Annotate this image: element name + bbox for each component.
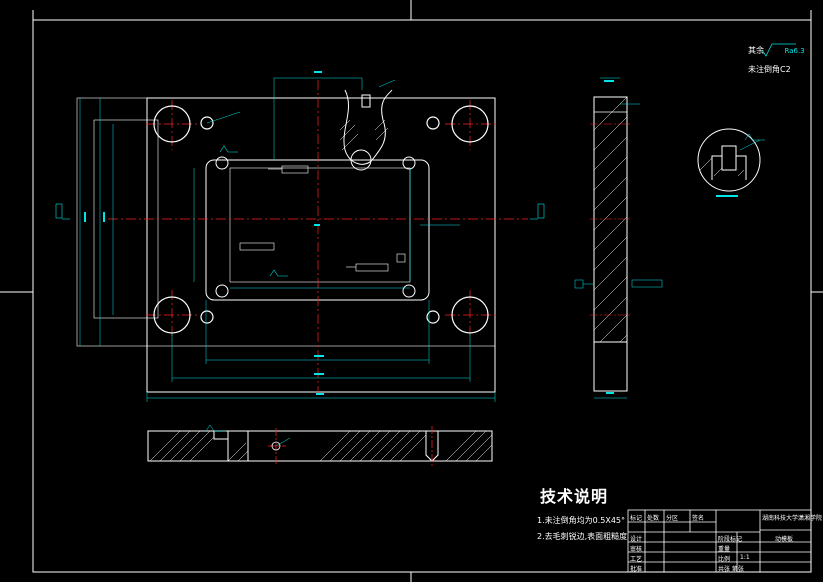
roughness-label: 其余 Ra6.3 — [748, 45, 805, 56]
plate-frame — [76, 97, 496, 347]
roughness-symbol — [761, 43, 796, 57]
plate-outline — [146, 97, 496, 393]
tb-header-1: 处数 — [647, 515, 660, 522]
title-block-frame — [627, 509, 812, 573]
section-view — [147, 424, 493, 466]
side-view — [574, 77, 663, 399]
technical-note-2: 2.去毛刺锐边,表面粗糙度 — [537, 532, 628, 541]
tb-sheet-label: 共张 第张 — [718, 566, 744, 573]
tb-row-approve: 批准 — [630, 566, 643, 573]
tb-scale-value: 1:1 — [740, 554, 750, 561]
tb-row-process: 工艺 — [630, 556, 643, 563]
plan-view — [55, 71, 545, 402]
tb-weight-label: 重量 — [718, 546, 731, 553]
pocket-outline — [205, 159, 430, 301]
tb-company: 湖南科技大学潇湘学院 — [762, 515, 823, 522]
tb-row-design: 设计 — [630, 536, 643, 543]
roughness-prefix: 其余 — [748, 46, 764, 55]
roughness-value: Ra6.3 — [784, 47, 805, 55]
detail-view — [697, 128, 765, 197]
tb-header-4: 签名 — [692, 515, 705, 522]
tb-scale-label: 比例 — [718, 556, 731, 563]
tb-row-review: 审核 — [630, 546, 643, 553]
chamfer-note: 未注倒角C2 — [748, 65, 791, 74]
tb-stage-label: 阶段标记 — [718, 536, 743, 543]
technical-note-1: 1.未注倒角均为0.5X45° — [537, 516, 626, 525]
tb-header-2: 分区 — [666, 515, 679, 522]
tb-part-name: 动模板 — [775, 536, 794, 543]
technical-notes-heading: 技术说明 — [540, 487, 609, 506]
tb-header-0: 标记 — [630, 515, 643, 522]
